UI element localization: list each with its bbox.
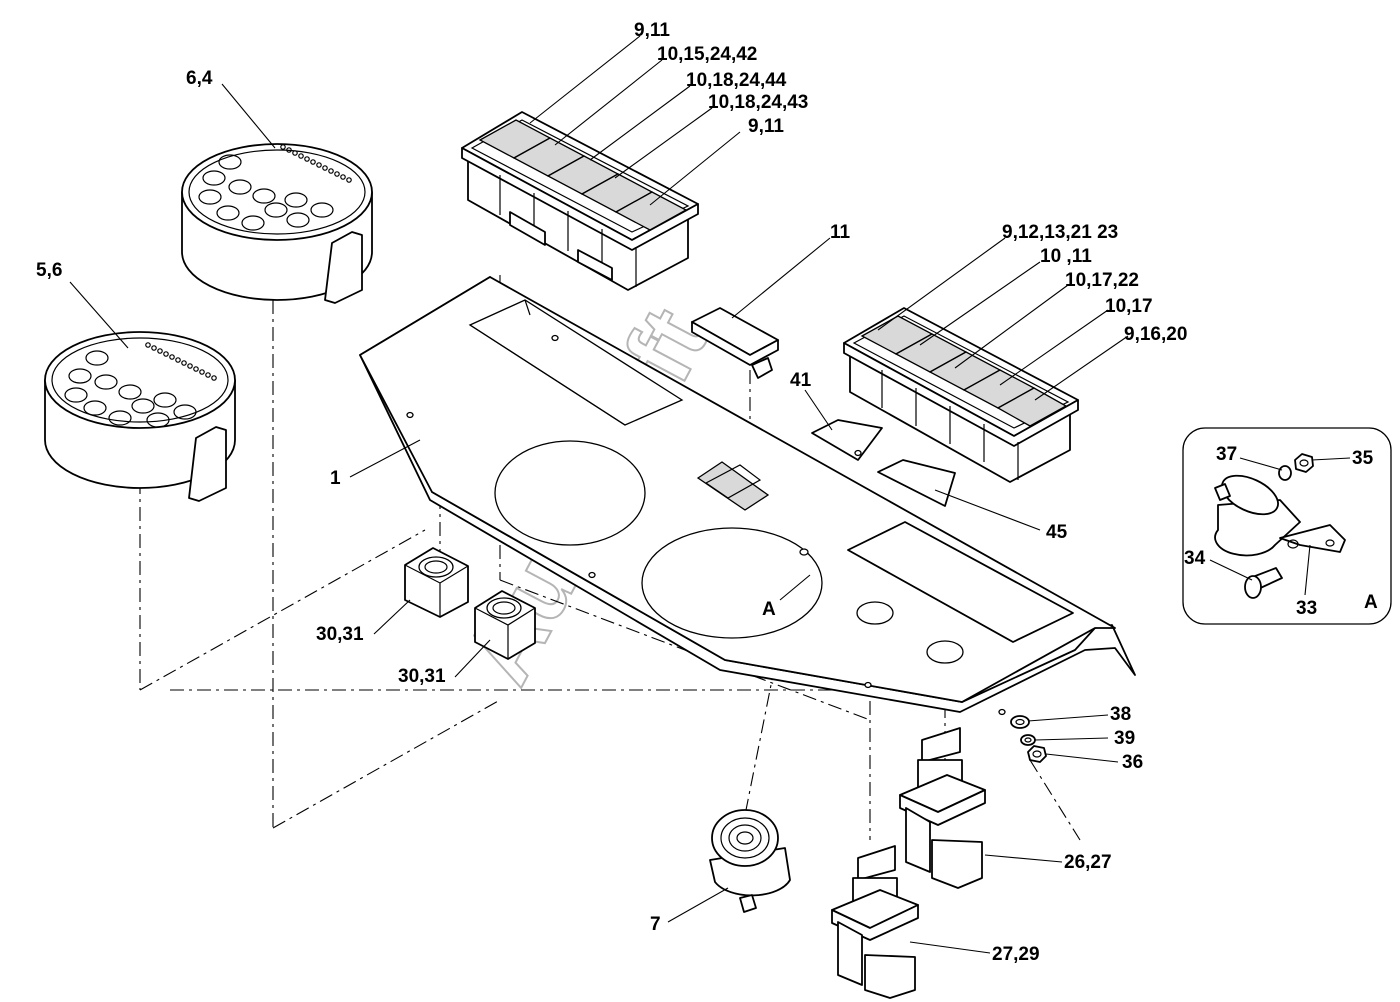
detail-a-box	[1182, 427, 1392, 625]
label-27-29: 27,29	[992, 944, 1040, 965]
label-10-11: 10 ,11	[1040, 246, 1092, 267]
label-9-11-top: 9,11	[634, 20, 670, 41]
label-1: 1	[330, 468, 341, 489]
label-10-17-22: 10,17,22	[1065, 270, 1139, 291]
label-33: 33	[1296, 598, 1317, 619]
switch-block-right	[843, 307, 1079, 483]
label-11: 11	[830, 222, 851, 243]
label-10-18-24-44: 10,18,24,44	[686, 70, 787, 91]
label-45: 45	[1046, 522, 1068, 543]
small-switch	[691, 307, 779, 379]
label-26-27: 26,27	[1064, 852, 1112, 873]
push-button-b	[474, 590, 536, 660]
round-gauge-upper	[181, 143, 373, 304]
label-9-11-bottom: 9,11	[748, 116, 784, 137]
label-39: 39	[1114, 728, 1135, 749]
round-gauge-lower	[44, 331, 236, 502]
label-10-17: 10,17	[1105, 296, 1153, 317]
label-10-18-24-43: 10,18,24,43	[708, 92, 808, 113]
washer-39	[1020, 734, 1036, 746]
label-9-16-20: 9,16,20	[1124, 324, 1187, 345]
label-35: 35	[1352, 448, 1374, 469]
label-30-31-b: 30,31	[398, 666, 446, 687]
label-a-panel: A	[762, 599, 776, 620]
key-switch	[709, 809, 791, 913]
label-37: 37	[1216, 444, 1237, 465]
rotary-switch-upper	[899, 727, 986, 889]
label-30-31-a: 30,31	[316, 624, 364, 645]
switch-block-left	[461, 111, 699, 291]
label-41: 41	[790, 370, 812, 391]
washer-38	[1010, 715, 1030, 729]
push-button-a	[404, 547, 469, 618]
leader-lines	[69, 35, 1351, 954]
label-7: 7	[650, 914, 661, 935]
label-36: 36	[1122, 752, 1143, 773]
label-a-detail: A	[1364, 592, 1378, 613]
nut-36	[1027, 745, 1047, 763]
label-38: 38	[1110, 704, 1131, 725]
label-5-6: 5,6	[36, 260, 62, 281]
label-6-4: 6,4	[186, 68, 213, 89]
rotary-switch-lower	[831, 845, 919, 999]
dashboard-panel	[359, 276, 1136, 716]
part-labels: 9,11 10,15,24,42 10,18,24,44 10,18,24,43…	[36, 20, 1378, 965]
label-10-15-24-42: 10,15,24,42	[657, 44, 757, 65]
label-34: 34	[1184, 548, 1206, 569]
label-9-12-13-21-23: 9,12,13,21 23	[1002, 222, 1118, 243]
